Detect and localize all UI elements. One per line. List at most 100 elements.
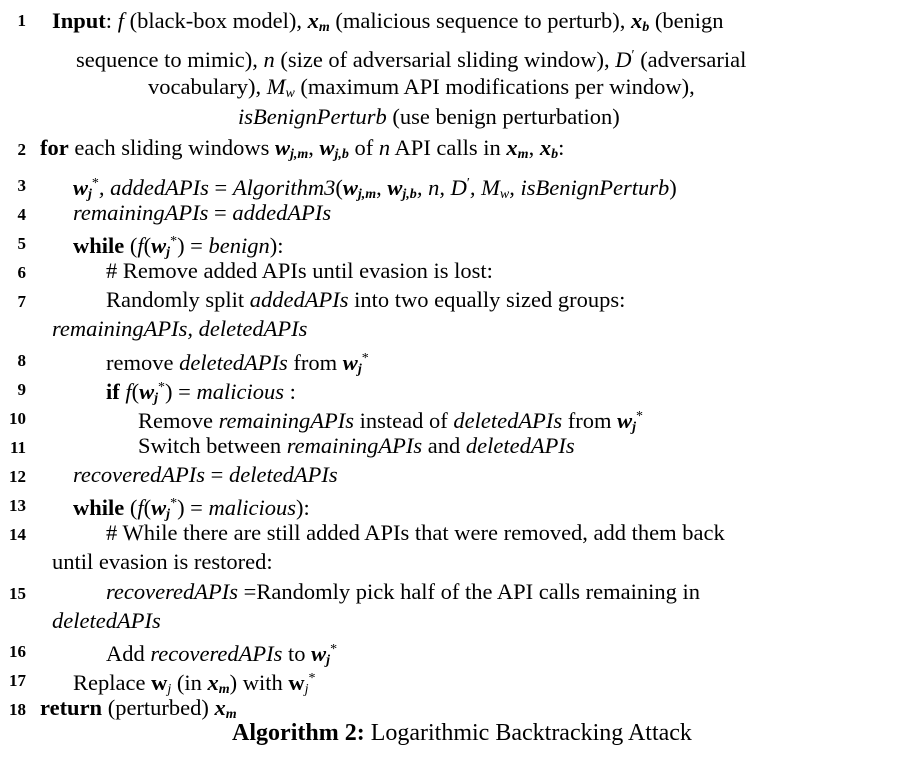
algorithm-line-11: Switch between remainingAPIs and deleted… <box>138 432 575 459</box>
text: (benign <box>649 8 724 33</box>
math-var: w <box>139 379 155 404</box>
math-sub: j <box>154 391 159 406</box>
math-var: , n, D <box>416 175 467 200</box>
text: API calls in <box>390 135 507 160</box>
text: , <box>376 175 388 200</box>
algorithm-line-1-cont: sequence to mimic), n (size of adversari… <box>76 42 746 73</box>
text: ( <box>143 233 152 258</box>
math-sub: j <box>166 245 171 260</box>
math-sub: j <box>357 362 362 377</box>
math-var: w <box>617 408 633 433</box>
text: = <box>205 462 229 487</box>
line-number: 17 <box>9 671 26 690</box>
text: sequence to mimic), <box>76 47 264 72</box>
text: (malicious sequence to perturb), <box>329 8 631 33</box>
math-sub: j,b <box>402 187 417 202</box>
math-var: remainingAPIs <box>73 200 209 225</box>
math-var: w <box>288 670 305 695</box>
math-var: , M <box>469 175 500 200</box>
line-number: 2 <box>17 140 27 159</box>
algorithm-line-15: recoveredAPIs =Randomly pick half of the… <box>106 578 700 605</box>
keyword: while <box>73 495 125 520</box>
text: (use benign perturbation) <box>386 104 620 129</box>
text: ) = <box>177 233 209 258</box>
line-number: 11 <box>9 438 26 457</box>
algorithm-caption: Algorithm 2: Logarithmic Backtracking At… <box>0 720 924 747</box>
text: Add <box>106 641 151 666</box>
text: ) = <box>165 379 197 404</box>
math-var: x <box>307 8 319 33</box>
math-sub: m <box>318 20 330 35</box>
text: Replace <box>73 670 152 695</box>
math-var: w <box>151 670 168 695</box>
text: ( <box>143 495 152 520</box>
algorithm-line-18: return (perturbed) xm <box>40 694 237 728</box>
algorithm-line-14-cont: until evasion is restored: <box>52 549 273 574</box>
math-sup: * <box>158 380 166 395</box>
text: : <box>558 135 565 160</box>
math-var: remainingAPIs <box>218 408 355 433</box>
math-var: w <box>342 350 358 375</box>
text: , <box>528 135 540 160</box>
math-sub: b <box>551 147 559 162</box>
line-number: 16 <box>9 642 26 661</box>
text: remove <box>106 350 180 375</box>
algorithm-line-4: remainingAPIs = addedAPIs <box>73 199 331 226</box>
text: =Randomly pick half of the API calls rem… <box>238 579 700 604</box>
math-var: deletedAPIs <box>179 350 288 375</box>
line-number: 1 <box>17 11 27 30</box>
text: Switch between <box>138 433 287 458</box>
math-sub: m <box>218 682 230 697</box>
text: into two equally sized groups: <box>348 287 626 312</box>
algorithm-line-9: if f(wj*) = malicious : <box>106 374 296 412</box>
text: Remove <box>138 408 219 433</box>
algorithm-line-10: Remove remainingAPIs instead of deletedA… <box>138 403 643 441</box>
math-sup: * <box>91 176 99 191</box>
algorithm-line-3: wj*, addedAPIs = Algorithm3(wj,m, wj,b, … <box>73 170 677 208</box>
text: ( <box>335 175 343 200</box>
math-var: f <box>137 233 144 258</box>
math-var: w <box>311 641 327 666</box>
line-number: 4 <box>17 205 27 224</box>
math-sup: * <box>330 642 338 657</box>
math-var: x <box>506 135 518 160</box>
math-sub: w <box>285 86 295 101</box>
algorithm-line-15-cont: deletedAPIs <box>52 607 161 634</box>
text: instead of <box>354 408 454 433</box>
math-var: n <box>378 135 391 160</box>
math-var: D <box>615 47 632 72</box>
text: ( <box>124 233 138 258</box>
math-var: isBenignPerturb <box>238 104 387 129</box>
math-var: malicious <box>208 495 297 520</box>
math-var: , addedAPIs <box>98 175 209 200</box>
text: from <box>287 350 343 375</box>
math-var: remainingAPIs <box>286 433 423 458</box>
keyword: if <box>106 379 120 404</box>
math-sub: m <box>517 147 529 162</box>
math-var: recoveredAPIs <box>106 579 239 604</box>
math-var: addedAPIs <box>249 287 349 312</box>
math-var: M <box>266 74 286 99</box>
math-sub: j,b <box>334 147 349 162</box>
math-sup: * <box>170 234 178 249</box>
line-number: 18 <box>9 700 26 719</box>
algorithm-line-14: # While there are still added APIs that … <box>106 520 725 545</box>
line-number: 14 <box>9 525 26 544</box>
algorithm-line-16: Add recoveredAPIs to wj* <box>106 636 337 674</box>
math-var: recoveredAPIs <box>150 641 283 666</box>
math-sub: j <box>88 187 92 202</box>
math-sub: b <box>642 20 650 35</box>
math-sub: j,m <box>357 187 377 202</box>
math-sub: j <box>326 653 331 668</box>
math-var: w <box>151 233 167 258</box>
line-number: 9 <box>17 380 27 399</box>
math-sub: j <box>166 507 171 522</box>
algorithm-line-8: remove deletedAPIs from wj* <box>106 345 369 383</box>
math-var: n <box>263 47 275 72</box>
text: ) <box>669 175 677 200</box>
line-number: 6 <box>17 263 27 282</box>
caption-title: Logarithmic Backtracking Attack <box>370 720 692 746</box>
text: (perturbed) <box>102 695 215 720</box>
math-var: f <box>117 8 124 33</box>
math-var: malicious <box>196 379 284 404</box>
